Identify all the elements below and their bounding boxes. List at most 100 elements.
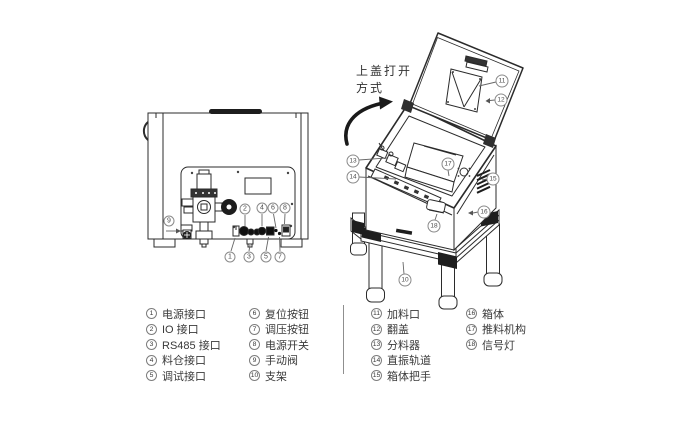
callout-11: 11: [495, 74, 509, 88]
legend-item-label: 复位按钮: [265, 308, 309, 321]
open-view-machine: [350, 32, 524, 310]
legend-item-number: 16: [466, 308, 477, 320]
legend-item-number: 8: [249, 339, 260, 351]
callout-8: 8: [279, 202, 291, 214]
legend-item: 5 调试接口: [146, 368, 221, 384]
callout-3: 3: [243, 251, 255, 263]
legend-item: 9 手动阀: [249, 353, 309, 369]
divider-mechanism: [376, 142, 407, 173]
legend-item-label: IO 接口: [162, 324, 199, 337]
legend-column-2: 6 复位按钮 7 调压按钮 8 电源开关 9 手动阀 10 支架: [249, 306, 309, 384]
callout-2: 2: [239, 203, 251, 215]
legend-item-label: 支架: [265, 370, 287, 383]
callout-14: 14: [346, 170, 360, 184]
legend-item: 2 IO 接口: [146, 322, 221, 338]
legend-item-label: 推料机构: [482, 324, 526, 337]
open-method-line2: 方式: [356, 81, 385, 95]
pusher-mechanism: [404, 142, 464, 193]
legend-column-1: 1 电源接口 2 IO 接口 3 RS485 接口 4 料仓接口 5 调试接口: [146, 306, 221, 384]
legend-item: 16 箱体: [466, 306, 526, 322]
open-method-label: 上盖打开方式: [356, 63, 412, 97]
callout-5: 5: [260, 251, 272, 263]
back-view-leader-lines: [166, 213, 286, 252]
open-method-arrow: [344, 96, 393, 146]
power-switch: [281, 224, 291, 237]
open-method-line1: 上盖打开: [356, 64, 413, 78]
callout-7: 7: [274, 251, 286, 263]
stand-frame: [350, 208, 500, 269]
callout-9: 9: [163, 215, 175, 227]
legend-item: 15 箱体把手: [371, 368, 431, 384]
legend-item-number: 5: [146, 370, 157, 382]
legend-item: 17 推料机构: [466, 322, 526, 338]
legend-item: 3 RS485 接口: [146, 337, 221, 353]
regulator-knob: [221, 199, 237, 215]
legend-item-label: 翻盖: [387, 324, 409, 337]
legend-item: 11 加料口: [371, 306, 431, 322]
box-interior: [370, 142, 471, 207]
stand-legs: [350, 212, 503, 310]
legend-item-label: 加料口: [387, 308, 420, 321]
legend-item: 1 电源接口: [146, 306, 221, 322]
legend-item-label: 调试接口: [162, 370, 206, 383]
callout-16: 16: [477, 205, 491, 219]
connector-row: [232, 224, 291, 248]
callout-18: 18: [427, 219, 441, 233]
legend-item-number: 15: [371, 370, 382, 382]
interior-fitting: [457, 167, 471, 177]
legend-item-number: 1: [146, 308, 157, 320]
callout-1: 1: [224, 251, 236, 263]
legend-item: 7 调压按钮: [249, 322, 309, 338]
lid-latch: [464, 55, 489, 73]
legend-item-number: 3: [146, 339, 157, 351]
callout-17: 17: [441, 157, 455, 171]
top-handle: [209, 109, 262, 114]
legend-item-number: 6: [249, 308, 260, 320]
legend-item-label: RS485 接口: [162, 339, 221, 352]
legend-item-label: 手动阀: [265, 355, 298, 368]
display-window: [244, 177, 272, 195]
open-lid: [401, 32, 524, 148]
legend-item-label: 箱体: [482, 308, 504, 321]
legend-item: 10 支架: [249, 368, 309, 384]
callout-10: 10: [398, 273, 412, 287]
feed-port: [445, 68, 483, 113]
legend-item-label: 电源开关: [265, 339, 309, 352]
legend-item-number: 10: [249, 370, 260, 382]
open-view-leader-lines: [358, 81, 497, 275]
legend-item-number: 11: [371, 308, 382, 320]
legend-item-number: 17: [466, 323, 477, 335]
legend-item: 8 电源开关: [249, 337, 309, 353]
legend-item-label: 料仓接口: [162, 355, 206, 368]
legend-divider: [343, 305, 344, 374]
callout-6: 6: [267, 202, 279, 214]
legend-item-number: 9: [249, 354, 260, 366]
lid-hinges: [401, 99, 496, 148]
legend-item: 6 复位按钮: [249, 306, 309, 322]
air-regulator: [181, 169, 237, 248]
manual-valve: [180, 224, 193, 239]
callout-13: 13: [346, 154, 360, 168]
back-view-machine: [142, 109, 309, 248]
legend-item-label: 电源接口: [162, 308, 206, 321]
legend-item-number: 13: [371, 339, 382, 351]
legend-item-label: 调压按钮: [265, 324, 309, 337]
callout-12: 12: [494, 93, 508, 107]
legend-item-number: 18: [466, 339, 477, 351]
legend-item-label: 分料器: [387, 339, 420, 352]
signal-light: [426, 199, 446, 214]
callout-15: 15: [486, 172, 500, 186]
legend-item-number: 2: [146, 323, 157, 335]
legend-item: 4 料仓接口: [146, 353, 221, 369]
callout-4: 4: [256, 202, 268, 214]
legend-item-label: 箱体把手: [387, 370, 431, 383]
legend-item-number: 4: [146, 354, 157, 366]
legend-item-label: 直振轨道: [387, 355, 431, 368]
legend-item-number: 7: [249, 323, 260, 335]
